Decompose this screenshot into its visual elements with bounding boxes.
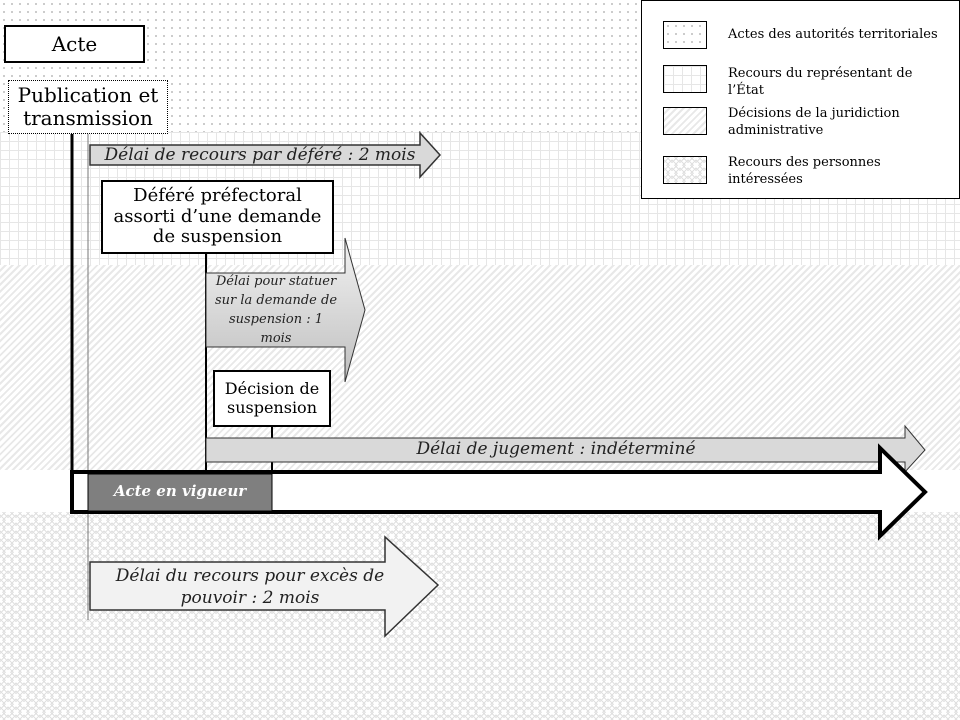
band-recours-personnes bbox=[0, 512, 960, 720]
defere-label: Déféré préfectoral assorti d’une demande… bbox=[113, 184, 322, 248]
defere-box: Déféré préfectoral assorti d’une demande… bbox=[101, 180, 334, 254]
legend: Actes des autorités territoriales Recour… bbox=[641, 0, 960, 199]
defere-delay-arrow bbox=[89, 131, 442, 179]
statuer-arrow bbox=[205, 237, 366, 383]
acte-box: Acte bbox=[4, 25, 145, 63]
legend-swatch-dots bbox=[663, 21, 707, 49]
rep-delay-label: Délai du recours pour excès de pouvoir :… bbox=[115, 566, 385, 608]
legend-swatch-diagonal bbox=[663, 107, 707, 135]
legend-label: Recours du représentant de l’État bbox=[728, 66, 913, 98]
publication-label: Publication et transmission bbox=[17, 83, 159, 130]
publication-box: Publication et transmission bbox=[8, 80, 168, 134]
band-decisions bbox=[0, 265, 960, 470]
decision-box: Décision de suspension bbox=[213, 370, 331, 427]
legend-label: Décisions de la juridiction administrati… bbox=[728, 106, 900, 138]
acte-label: Acte bbox=[51, 31, 98, 56]
legend-label: Actes des autorités territoriales bbox=[728, 27, 938, 42]
legend-swatch-grid bbox=[663, 65, 707, 93]
rep-delay-arrow bbox=[89, 535, 440, 638]
vigueur-arrow bbox=[70, 443, 928, 541]
legend-swatch-zigzag bbox=[663, 156, 707, 184]
statuer-delay-label: Délai pour statuer sur la demande de sus… bbox=[214, 274, 338, 346]
jugement-arrow bbox=[205, 424, 926, 474]
en-vigueur-label: Acte en vigueur bbox=[113, 482, 247, 500]
defere-delay-label: Délai de recours par déféré : 2 mois bbox=[104, 145, 416, 165]
decision-label: Décision de suspension bbox=[224, 379, 320, 417]
jugement-delay-label: Délai de jugement : indéterminé bbox=[416, 439, 696, 459]
en-vigueur-bar bbox=[87, 473, 273, 512]
legend-label: Recours des personnes intéressées bbox=[728, 155, 881, 187]
